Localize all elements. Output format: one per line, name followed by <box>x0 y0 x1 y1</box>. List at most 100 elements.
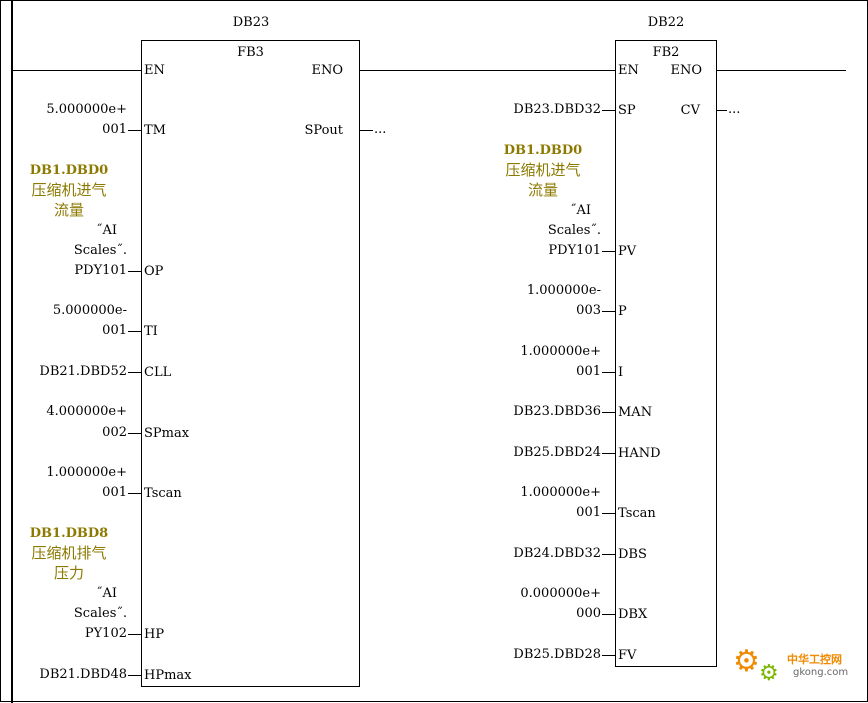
fb2-pin-pv[interactable]: PV <box>618 244 637 259</box>
fb2-pin-dbx[interactable]: DBX <box>618 607 648 622</box>
fb2-pin-p[interactable]: P <box>618 304 627 319</box>
fb2-fv-value[interactable]: DB25.DBD28 <box>513 647 601 662</box>
fb3-cll-wire <box>128 372 141 373</box>
fb2-pv-wire <box>602 251 615 252</box>
fb2-pv-comment-line2: 流量 <box>527 181 558 199</box>
fb3-op-value-line2[interactable]: Scales˝. <box>73 243 127 258</box>
watermark-site: gkong.com <box>793 667 849 678</box>
fb2-pin-sp[interactable]: SP <box>618 103 636 118</box>
fb3-ti-value-line2[interactable]: 001 <box>102 323 127 338</box>
fb3-cll-value[interactable]: DB21.DBD52 <box>39 364 127 379</box>
left-power-rail <box>11 1 13 703</box>
fb2-pv-comment-line1: 压缩机进气 <box>505 161 581 179</box>
fb2-man-wire <box>602 412 615 413</box>
fb2-cv-wire <box>717 110 727 111</box>
fb3-ti-wire <box>128 331 141 332</box>
fb2-pin-hand[interactable]: HAND <box>618 446 661 461</box>
watermark-brand: 中华工控网 <box>787 653 842 666</box>
fb3-tm-wire <box>128 130 141 131</box>
fb3-pin-tscan[interactable]: Tscan <box>144 486 182 501</box>
fb3-spmax-value-line1[interactable]: 4.000000e+ <box>46 404 127 419</box>
fb3-hp-comment-line1: 压缩机排气 <box>31 544 107 562</box>
fb2-p-value-line1[interactable]: 1.000000e- <box>526 283 601 298</box>
fb2-pv-value-line1[interactable]: ˝AI <box>569 203 591 218</box>
fb3-pin-ti[interactable]: TI <box>144 324 158 339</box>
fb2-sp-value[interactable]: DB23.DBD32 <box>513 102 601 117</box>
fb3-op-value-line3[interactable]: PDY101 <box>74 263 127 278</box>
fb3-hp-comment-line2: 压力 <box>53 564 84 582</box>
fb3-en-pin[interactable]: EN <box>144 63 165 78</box>
fb2-dbx-value-line2[interactable]: 000 <box>576 606 601 621</box>
fb3-hp-value-line3[interactable]: PY102 <box>84 626 127 641</box>
fb2-pin-fv[interactable]: FV <box>618 648 637 663</box>
rung-line-left <box>11 70 141 71</box>
fb3-hp-value-line2[interactable]: Scales˝. <box>73 606 127 621</box>
fb2-i-value-line2[interactable]: 001 <box>576 364 601 379</box>
fb3-tscan-wire <box>128 493 141 494</box>
fb2-i-value-line1[interactable]: 1.000000e+ <box>520 344 601 359</box>
fb2-tscan-value-line1[interactable]: 1.000000e+ <box>520 485 601 500</box>
fb3-eno-pin[interactable]: ENO <box>311 63 343 78</box>
fb3-pin-hp[interactable]: HP <box>144 627 165 642</box>
fb2-dbs-wire <box>602 554 615 555</box>
fb2-man-value[interactable]: DB23.DBD36 <box>513 404 601 419</box>
fb2-hand-value[interactable]: DB25.DBD24 <box>513 445 601 460</box>
fb3-hp-symbol[interactable]: DB1.DBD8 <box>29 526 109 541</box>
fb3-op-symbol[interactable]: DB1.DBD0 <box>29 163 109 178</box>
fb2-pin-i[interactable]: I <box>618 365 624 380</box>
fb2-pin-man[interactable]: MAN <box>618 405 653 420</box>
rung-line-middle <box>359 70 615 71</box>
rung-line-right <box>716 70 846 71</box>
left-instance-db-label[interactable]: DB23 <box>232 15 270 30</box>
fb2-pv-value-line2[interactable]: Scales˝. <box>547 223 601 238</box>
fb3-function-block[interactable]: FB3 EN ENO TM OP TI CLL SPmax Tscan HP H… <box>141 40 360 687</box>
fb2-p-value-line2[interactable]: 003 <box>576 303 601 318</box>
fb3-op-comment-line2: 流量 <box>53 201 84 219</box>
fb3-spout-wire <box>360 130 373 131</box>
fb3-pin-tm[interactable]: TM <box>144 123 166 138</box>
fb2-p-wire <box>602 311 615 312</box>
fb2-tscan-value-line2[interactable]: 001 <box>576 505 601 520</box>
fb2-pin-dbs[interactable]: DBS <box>618 547 647 562</box>
fb3-op-comment-line1: 压缩机进气 <box>31 181 107 199</box>
fb2-en-pin[interactable]: EN <box>618 63 639 78</box>
fb3-hp-value-line1[interactable]: ˝AI <box>95 586 117 601</box>
fb3-op-wire <box>128 271 141 272</box>
gear-small-icon: ⚙ <box>759 661 779 686</box>
fb2-pin-tscan[interactable]: Tscan <box>618 506 656 521</box>
fb3-hpmax-value[interactable]: DB21.DBD48 <box>39 667 127 682</box>
fb3-pin-op[interactable]: OP <box>144 264 164 279</box>
fb3-hp-wire <box>128 634 141 635</box>
fb2-cv-value[interactable]: ... <box>728 102 741 117</box>
fb2-pin-cv[interactable]: CV <box>680 103 700 118</box>
fb2-dbx-wire <box>602 614 615 615</box>
fb2-function-block[interactable]: FB2 EN ENO SP PV P I MAN HAND Tscan DBS … <box>615 40 717 667</box>
fb2-name: FB2 <box>652 45 680 60</box>
fb3-hpmax-wire <box>128 675 141 676</box>
fb2-i-wire <box>602 372 615 373</box>
fb2-dbx-value-line1[interactable]: 0.000000e+ <box>520 586 601 601</box>
gear-large-icon: ⚙ <box>733 644 760 679</box>
fb3-tscan-value-line1[interactable]: 1.000000e+ <box>46 465 127 480</box>
fb2-eno-pin[interactable]: ENO <box>670 63 702 78</box>
fb3-tscan-value-line2[interactable]: 001 <box>102 485 127 500</box>
right-instance-db-label[interactable]: DB22 <box>647 15 685 30</box>
fb3-spout-value[interactable]: ... <box>374 122 387 137</box>
fb2-hand-wire <box>602 453 615 454</box>
fb3-name: FB3 <box>237 45 264 60</box>
fb3-tm-value-line2[interactable]: 001 <box>102 122 127 137</box>
fb3-ti-value-line1[interactable]: 5.000000e- <box>52 303 127 318</box>
fb3-spmax-value-line2[interactable]: 002 <box>102 425 127 440</box>
fb2-fv-wire <box>602 655 615 656</box>
fb3-pin-hpmax[interactable]: HPmax <box>144 668 192 683</box>
gkong-watermark-logo: ⚙ ⚙ 中华工控网 gkong.com <box>729 633 864 693</box>
fb3-pin-cll[interactable]: CLL <box>144 365 172 380</box>
fb3-pin-spout[interactable]: SPout <box>304 123 343 138</box>
fb2-dbs-value[interactable]: DB24.DBD32 <box>513 546 601 561</box>
fb3-spmax-wire <box>128 433 141 434</box>
fb2-pv-symbol[interactable]: DB1.DBD0 <box>503 143 583 158</box>
fb3-op-value-line1[interactable]: ˝AI <box>95 223 117 238</box>
fb3-tm-value-line1[interactable]: 5.000000e+ <box>46 102 127 117</box>
fb2-pv-value-line3[interactable]: PDY101 <box>548 243 601 258</box>
fb3-pin-spmax[interactable]: SPmax <box>144 426 190 441</box>
